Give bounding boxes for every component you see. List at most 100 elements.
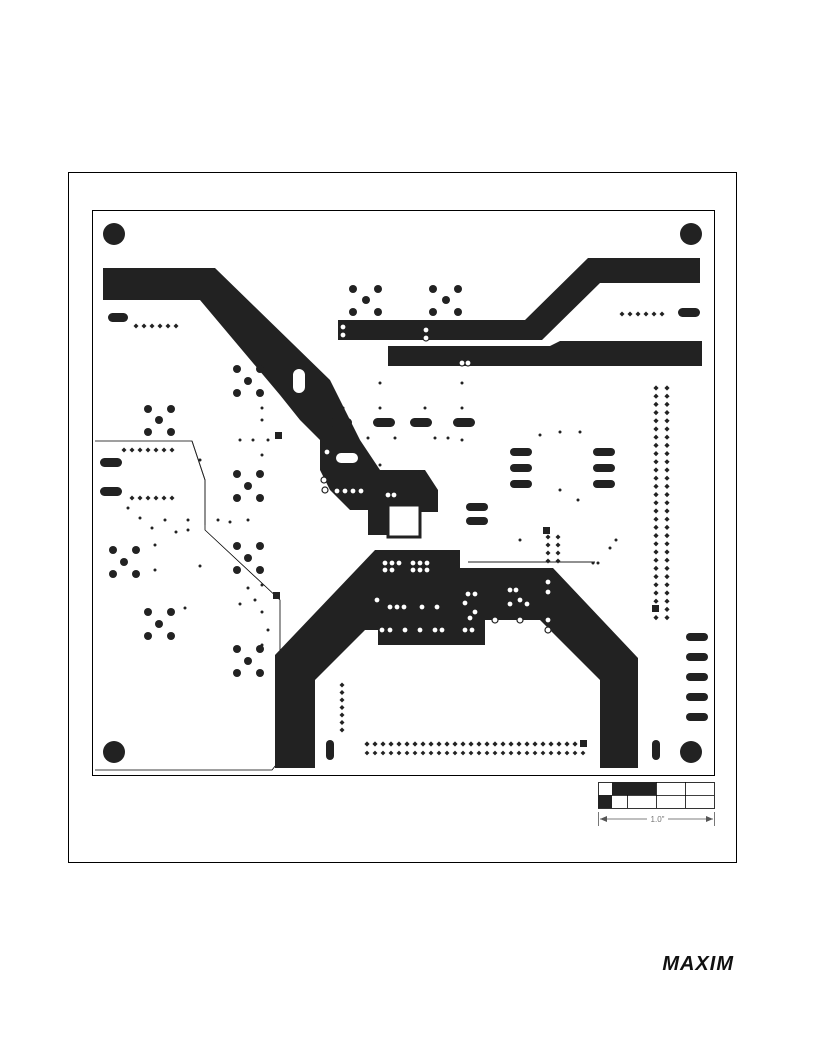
via — [664, 385, 670, 391]
via — [578, 430, 582, 434]
thin-traces — [191, 440, 595, 563]
via-ring — [373, 596, 381, 604]
via — [452, 741, 458, 747]
via — [614, 538, 618, 542]
via — [150, 526, 154, 530]
via — [548, 741, 554, 747]
via-ring — [418, 603, 426, 611]
slot-cutout — [291, 367, 307, 395]
via — [339, 727, 345, 733]
via — [246, 518, 250, 522]
via — [404, 750, 410, 756]
via — [508, 741, 514, 747]
via — [460, 750, 466, 756]
via-ring — [400, 603, 408, 611]
slot-pad — [686, 653, 708, 661]
via — [558, 488, 562, 492]
via — [153, 495, 159, 501]
via — [653, 574, 659, 580]
via — [653, 582, 659, 588]
via-ring — [438, 626, 446, 634]
via-ring — [321, 486, 329, 494]
scale-bar-label: 1.0" — [651, 815, 665, 824]
via-ring — [393, 603, 401, 611]
via — [664, 410, 670, 416]
via-ring — [416, 566, 424, 574]
via — [133, 323, 139, 329]
via — [653, 451, 659, 457]
via-ring — [333, 487, 341, 495]
via — [137, 495, 143, 501]
slot-pad — [510, 480, 532, 488]
trace-lower-region — [275, 550, 638, 768]
via — [339, 705, 345, 710]
via — [350, 436, 354, 440]
via — [492, 741, 498, 747]
via — [532, 750, 538, 756]
via-ring — [433, 603, 441, 611]
via — [433, 436, 437, 440]
via — [664, 500, 670, 506]
via — [260, 643, 264, 647]
via-ring — [422, 326, 430, 334]
via — [444, 750, 450, 756]
via — [492, 750, 498, 756]
slot-pad — [453, 418, 475, 427]
via — [460, 741, 466, 747]
slot-pad — [686, 713, 708, 721]
via — [653, 459, 659, 465]
via — [619, 311, 625, 317]
via-dots — [121, 311, 670, 756]
maxim-logo: MAXIM — [662, 953, 733, 975]
pad-cluster — [429, 285, 462, 316]
pad-clusters — [109, 285, 462, 677]
via — [664, 459, 670, 465]
slot-pad — [593, 464, 615, 472]
via — [339, 690, 345, 695]
via — [260, 453, 264, 457]
via — [659, 311, 665, 317]
via — [153, 447, 159, 453]
via — [260, 583, 264, 587]
pad-cluster — [144, 405, 175, 436]
via — [664, 418, 670, 424]
via — [198, 458, 202, 462]
via-ring — [464, 590, 472, 598]
via-ring — [506, 586, 514, 594]
via — [555, 558, 561, 564]
via-ring — [544, 578, 552, 586]
via-ring — [516, 596, 524, 604]
via-ring — [491, 616, 499, 624]
via — [145, 447, 151, 453]
via — [664, 533, 670, 539]
via — [664, 467, 670, 473]
via — [653, 492, 659, 498]
via — [508, 750, 514, 756]
plane-outline — [95, 440, 281, 771]
slot-pad — [510, 448, 532, 456]
via — [653, 385, 659, 391]
via — [404, 741, 410, 747]
via — [428, 750, 434, 756]
slot-pad — [330, 418, 352, 427]
via — [396, 750, 402, 756]
via — [540, 750, 546, 756]
mounting-holes — [103, 223, 702, 763]
via — [653, 557, 659, 563]
via — [556, 750, 562, 756]
via — [372, 750, 378, 756]
via — [253, 598, 257, 602]
via — [664, 590, 670, 596]
via — [664, 475, 670, 481]
via — [378, 381, 382, 385]
via — [251, 438, 255, 442]
slot-cutout — [334, 451, 360, 465]
via-ring — [323, 448, 331, 456]
via — [653, 418, 659, 424]
via — [653, 475, 659, 481]
slot-pad — [652, 740, 660, 760]
via — [564, 741, 570, 747]
via-ring — [544, 588, 552, 596]
slot-pad — [678, 308, 700, 317]
via — [378, 406, 382, 410]
